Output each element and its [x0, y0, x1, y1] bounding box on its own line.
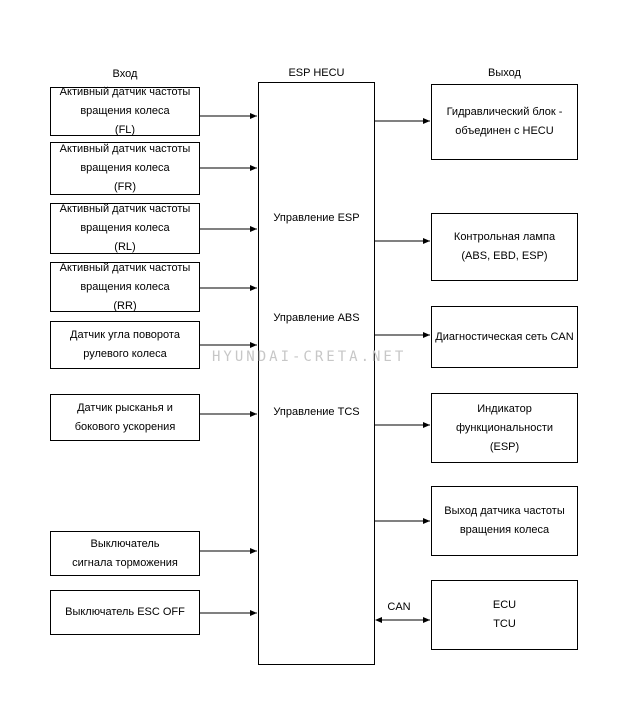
output-box-ecu-tcu: ECU TCU — [431, 580, 578, 650]
output-column-header: Выход — [488, 67, 521, 79]
can-label: CAN — [387, 601, 411, 613]
hecu-function-abs: Управление ABS — [273, 312, 360, 324]
output-box-esp-indicator: Индикатор функциональности (ESP) — [431, 393, 578, 463]
output-box-hydraulic-unit: Гидравлический блок - объединен с HECU — [431, 84, 578, 160]
ecu-column-header: ESP HECU — [288, 67, 345, 79]
input-column-header: Вход — [112, 68, 138, 80]
input-box-esc-off-switch: Выключатель ESC OFF — [50, 590, 200, 635]
input-box-wheel-speed-fl: Активный датчик частоты вращения колеса … — [50, 86, 200, 136]
esp-hecu-box — [258, 82, 375, 665]
input-box-wheel-speed-rr: Активный датчик частоты вращения колеса … — [50, 262, 200, 312]
hecu-function-esp: Управление ESP — [273, 212, 360, 224]
input-box-steering-angle: Датчик угла поворота рулевого колеса — [50, 321, 200, 369]
watermark: HYUNDAI-CRETA.NET — [212, 349, 407, 365]
output-box-wheel-speed-output: Выход датчика частоты вращения колеса — [431, 486, 578, 556]
hecu-function-tcs: Управление TCS — [273, 406, 360, 418]
output-box-can-diagnostic: Диагностическая сеть CAN — [431, 306, 578, 368]
input-box-brake-switch: Выключатель сигнала торможения — [50, 531, 200, 576]
output-box-warning-lamp: Контрольная лампа (ABS, EBD, ESP) — [431, 213, 578, 281]
input-box-wheel-speed-fr: Активный датчик частоты вращения колеса … — [50, 142, 200, 195]
input-box-wheel-speed-rl: Активный датчик частоты вращения колеса … — [50, 203, 200, 254]
input-box-yaw-lateral: Датчик рысканья и бокового ускорения — [50, 394, 200, 441]
